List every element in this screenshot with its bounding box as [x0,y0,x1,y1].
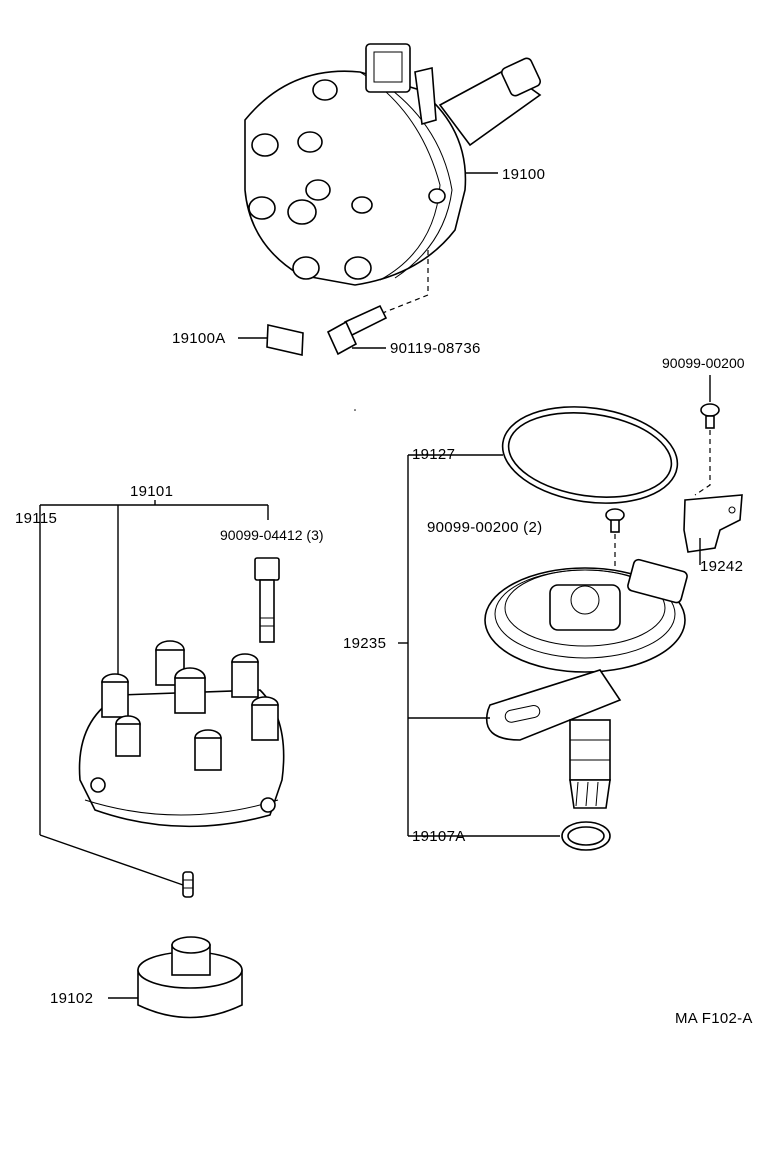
callout-90099-04412: 90099-04412 (3) [220,527,324,543]
label-plate [266,324,304,356]
callout-19235: 19235 [343,635,386,652]
callout-90119-08736: 90119-08736 [390,340,481,357]
bolt-90099-04412 [254,557,280,643]
callout-90099-00200-top: 90099-00200 [662,355,745,371]
callout-19115: 19115 [15,510,57,527]
guide-line-bracket [694,430,711,496]
callout-19127: 19127 [412,446,455,463]
bolt-90119-08736 [326,304,388,356]
rotor-19102 [137,936,243,1019]
callout-90099-00200-2: 90099-00200 (2) [427,519,542,536]
callout-19100A: 19100A [172,330,226,347]
callout-19242: 19242 [700,558,743,575]
distributor-assembly [244,43,542,286]
callout-19102: 19102 [50,990,93,1007]
callout-19100: 19100 [502,166,545,183]
guide-line-bolt [369,250,429,319]
diagram-code: MA F102-A [675,1010,753,1027]
callout-19101: 19101 [130,483,173,500]
distributor-cap-19101 [78,640,285,828]
screw-90099-00200-2 [605,508,625,533]
bracket-19242 [683,494,743,553]
cap-terminal-towers [248,79,446,280]
housing-19235 [484,558,688,809]
callout-19107A: 19107A [412,828,466,845]
screw-90099-00200-top [700,403,720,429]
carbon-contact-19115 [182,871,194,898]
